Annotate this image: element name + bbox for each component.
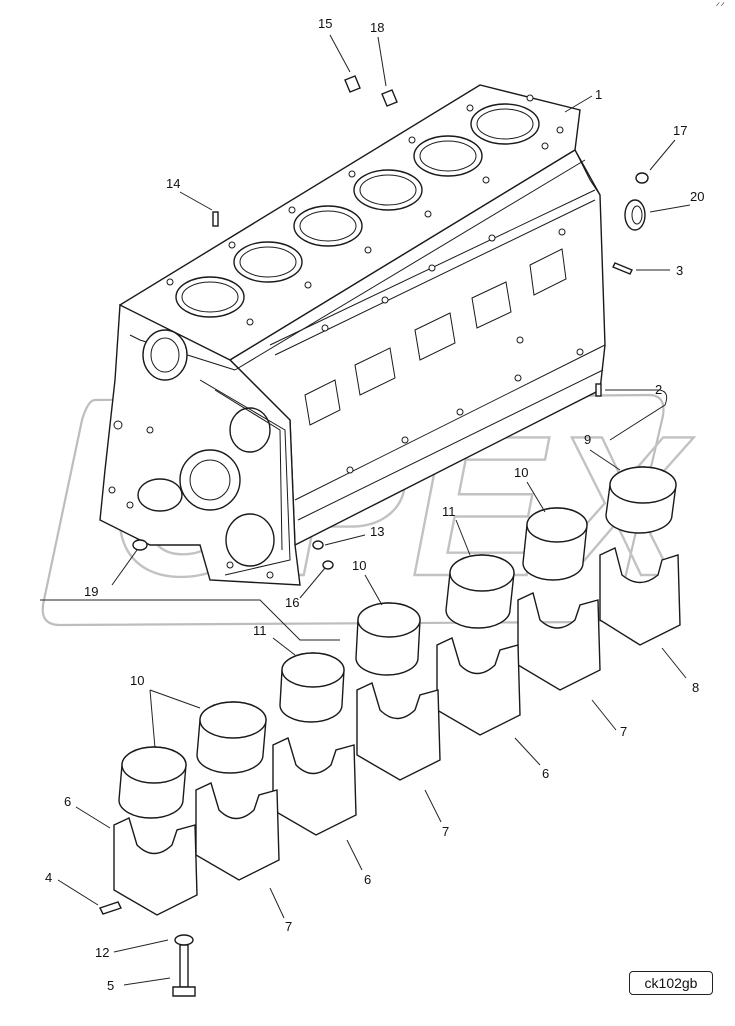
plug-16 xyxy=(322,560,334,570)
callout-6: 6 xyxy=(64,794,71,809)
callout-5: 5 xyxy=(107,978,114,993)
cap-bolt-5 xyxy=(172,944,196,997)
callout-7: 7 xyxy=(620,724,627,739)
seal-20 xyxy=(624,199,646,231)
callout-19: 19 xyxy=(84,584,98,599)
main-bearing-shells xyxy=(118,466,677,819)
figure-reference-code: ck102gb xyxy=(629,971,713,995)
callout-7: 7 xyxy=(285,919,292,934)
leader-lines xyxy=(40,34,691,986)
callout-2: 2 xyxy=(655,382,662,397)
plug-15 xyxy=(344,75,361,93)
dowel-14 xyxy=(212,211,219,227)
plug-19 xyxy=(132,539,148,551)
callout-10: 10 xyxy=(130,673,144,688)
head-bolt-holes xyxy=(166,94,564,326)
callout-9: 9 xyxy=(584,432,591,447)
main-bearing-caps xyxy=(113,547,681,916)
block-front-details xyxy=(108,329,291,579)
callout-15: 15 xyxy=(318,16,332,31)
plug-18 xyxy=(381,89,398,107)
callout-1: 1 xyxy=(595,87,602,102)
callout-8: 8 xyxy=(692,680,699,695)
callout-16: 16 xyxy=(285,595,299,610)
block-side-ports xyxy=(269,189,596,474)
pin-2 xyxy=(595,383,602,397)
callout-17: 17 xyxy=(673,123,687,138)
callout-11: 11 xyxy=(253,623,267,638)
callout-13: 13 xyxy=(370,524,384,539)
plug-17 xyxy=(635,172,649,184)
callout-10: 10 xyxy=(514,465,528,480)
callout-10: 10 xyxy=(352,558,366,573)
corner-mark: ᐟᐟ xyxy=(715,1,725,13)
callout-7: 7 xyxy=(442,824,449,839)
dowel-4 xyxy=(99,901,122,915)
callout-6: 6 xyxy=(364,872,371,887)
pin-3 xyxy=(612,262,633,275)
callout-11: 11 xyxy=(442,504,456,519)
callout-6: 6 xyxy=(542,766,549,781)
callout-20: 20 xyxy=(690,189,704,204)
callout-12: 12 xyxy=(95,945,109,960)
callout-14: 14 xyxy=(166,176,180,191)
cylinder-block xyxy=(99,84,606,586)
callout-18: 18 xyxy=(370,20,384,35)
washer-12 xyxy=(174,934,194,946)
callout-labels: 1 2 3 4 5 6 6 6 6 7 7 7 8 9 10 10 10 11 … xyxy=(45,16,704,993)
callout-3: 3 xyxy=(676,263,683,278)
cylinder-bores xyxy=(175,103,540,318)
plug-13 xyxy=(312,540,324,550)
callout-4: 4 xyxy=(45,870,52,885)
